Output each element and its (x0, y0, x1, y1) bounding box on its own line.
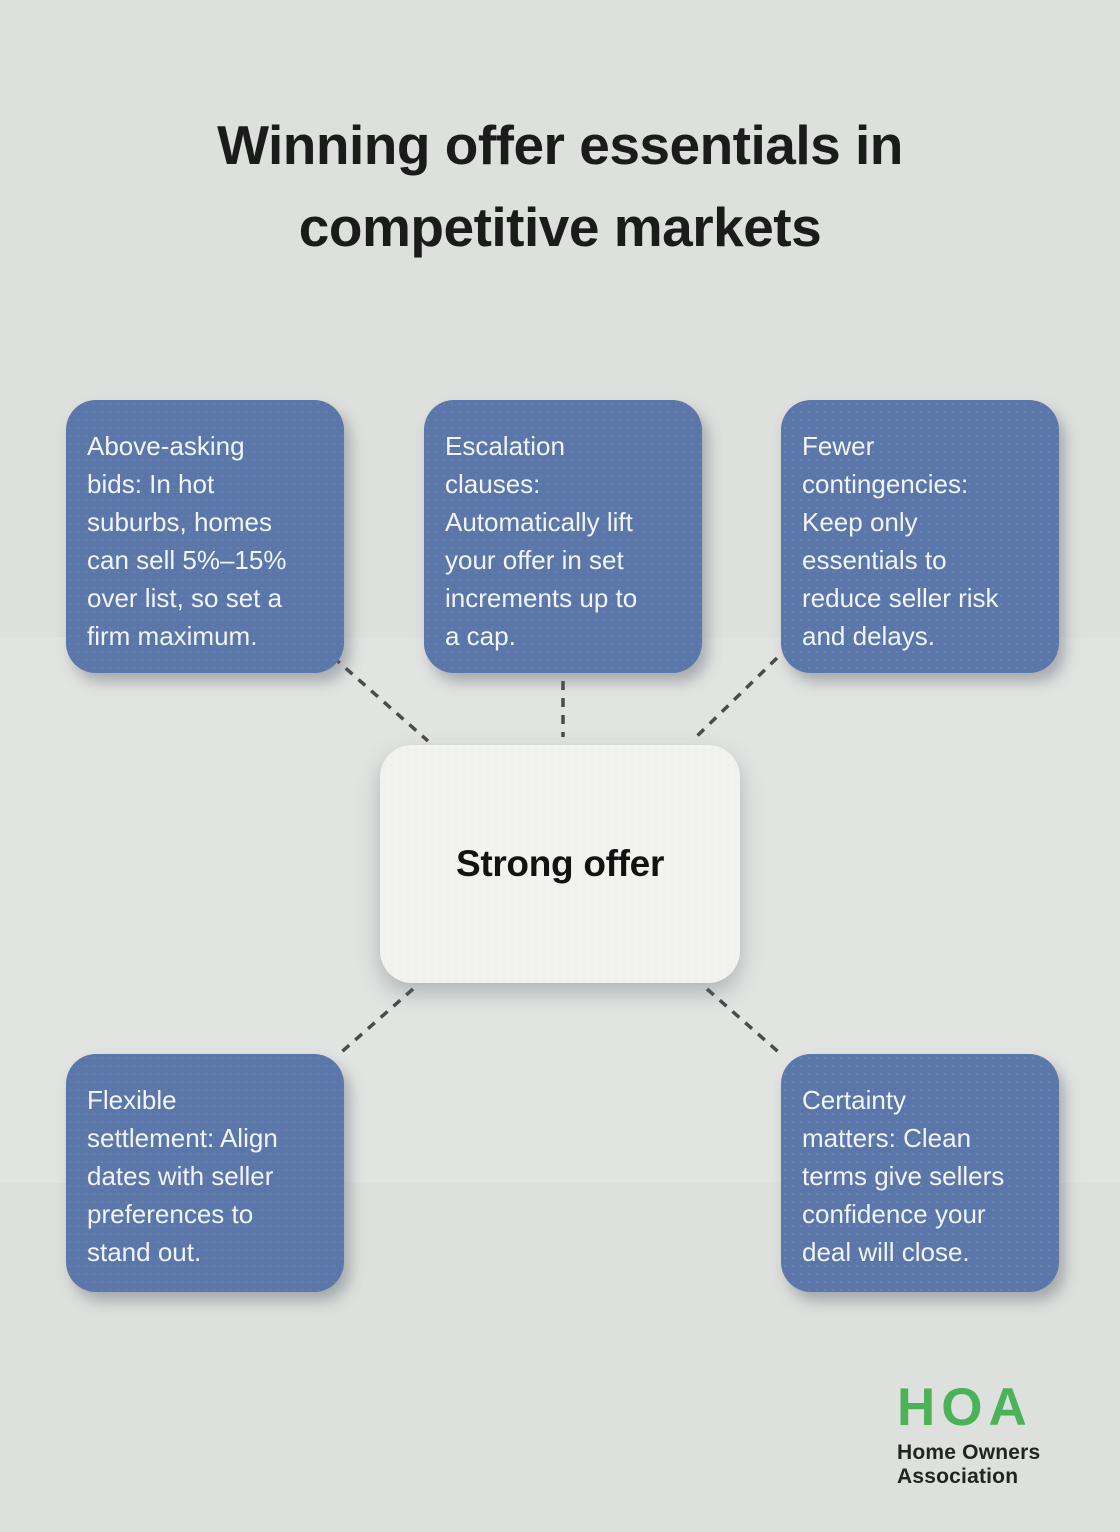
node-certainty-matters-text: Certainty matters: Clean terms give sell… (802, 1085, 1005, 1267)
page-title-line1: Winning offer essentials in (217, 114, 903, 176)
hoa-logo-name-line1: Home Owners (897, 1441, 1041, 1464)
center-node-label: Strong offer (455, 843, 665, 884)
connector-fewer-contingencies (691, 656, 779, 742)
node-above-asking-bids: Above-asking bids: In hot suburbs, homes… (66, 400, 344, 673)
page-title: Winning offer essentials in competitive … (0, 104, 1120, 268)
connector-above-asking (331, 655, 430, 743)
node-fewer-contingencies-text: Fewer contingencies: Keep only essential… (802, 431, 999, 651)
hoa-logo-name: Home Owners Association (897, 1441, 1040, 1489)
page-title-line2: competitive markets (298, 196, 822, 258)
node-above-asking-bids-text: Above-asking bids: In hot suburbs, homes… (87, 431, 287, 651)
node-escalation-clauses-text: Escalation clauses: Automatically lift y… (445, 431, 638, 651)
node-flexible-settlement: Flexible settlement: Align dates with se… (66, 1054, 344, 1292)
hoa-logo-name-line2: Association (897, 1465, 1019, 1488)
node-certainty-matters: Certainty matters: Clean terms give sell… (781, 1054, 1059, 1292)
hoa-logo: HOA Home Owners Association (897, 1381, 1040, 1489)
hoa-logo-acronym: HOA (897, 1378, 1033, 1437)
node-escalation-clauses: Escalation clauses: Automatically lift y… (424, 400, 702, 673)
node-fewer-contingencies: Fewer contingencies: Keep only essential… (781, 400, 1059, 673)
connector-flexible-settlement (335, 987, 415, 1058)
node-flexible-settlement-text: Flexible settlement: Align dates with se… (87, 1085, 278, 1267)
center-node-strong-offer: Strong offer (380, 745, 740, 983)
connector-certainty-matters (705, 987, 785, 1058)
